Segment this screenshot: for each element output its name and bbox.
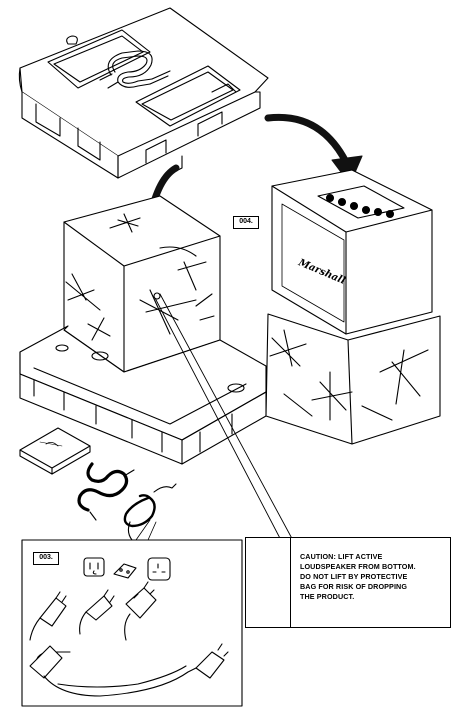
wrapped-box	[63, 195, 221, 373]
cable-panel	[21, 519, 243, 707]
caution-leader	[153, 292, 297, 547]
power-cable-coil	[123, 483, 177, 541]
caution-text: CAUTION: LIFT ACTIVE LOUDSPEAKER FROM BO…	[300, 552, 416, 601]
speaker-unit	[271, 169, 433, 335]
caution-icon-column	[246, 538, 291, 627]
audio-cable	[77, 462, 135, 521]
caution-box: CAUTION: LIFT ACTIVE LOUDSPEAKER FROM BO…	[245, 537, 451, 628]
user-manual	[19, 427, 91, 475]
speaker-wrap	[265, 313, 441, 445]
brand-logo: Marshall	[296, 257, 347, 287]
top-foam-insert	[18, 7, 269, 179]
bottom-foam-tray	[19, 325, 267, 465]
step-003-label: 003.	[33, 552, 59, 565]
step-004-label: 004.	[233, 216, 259, 229]
